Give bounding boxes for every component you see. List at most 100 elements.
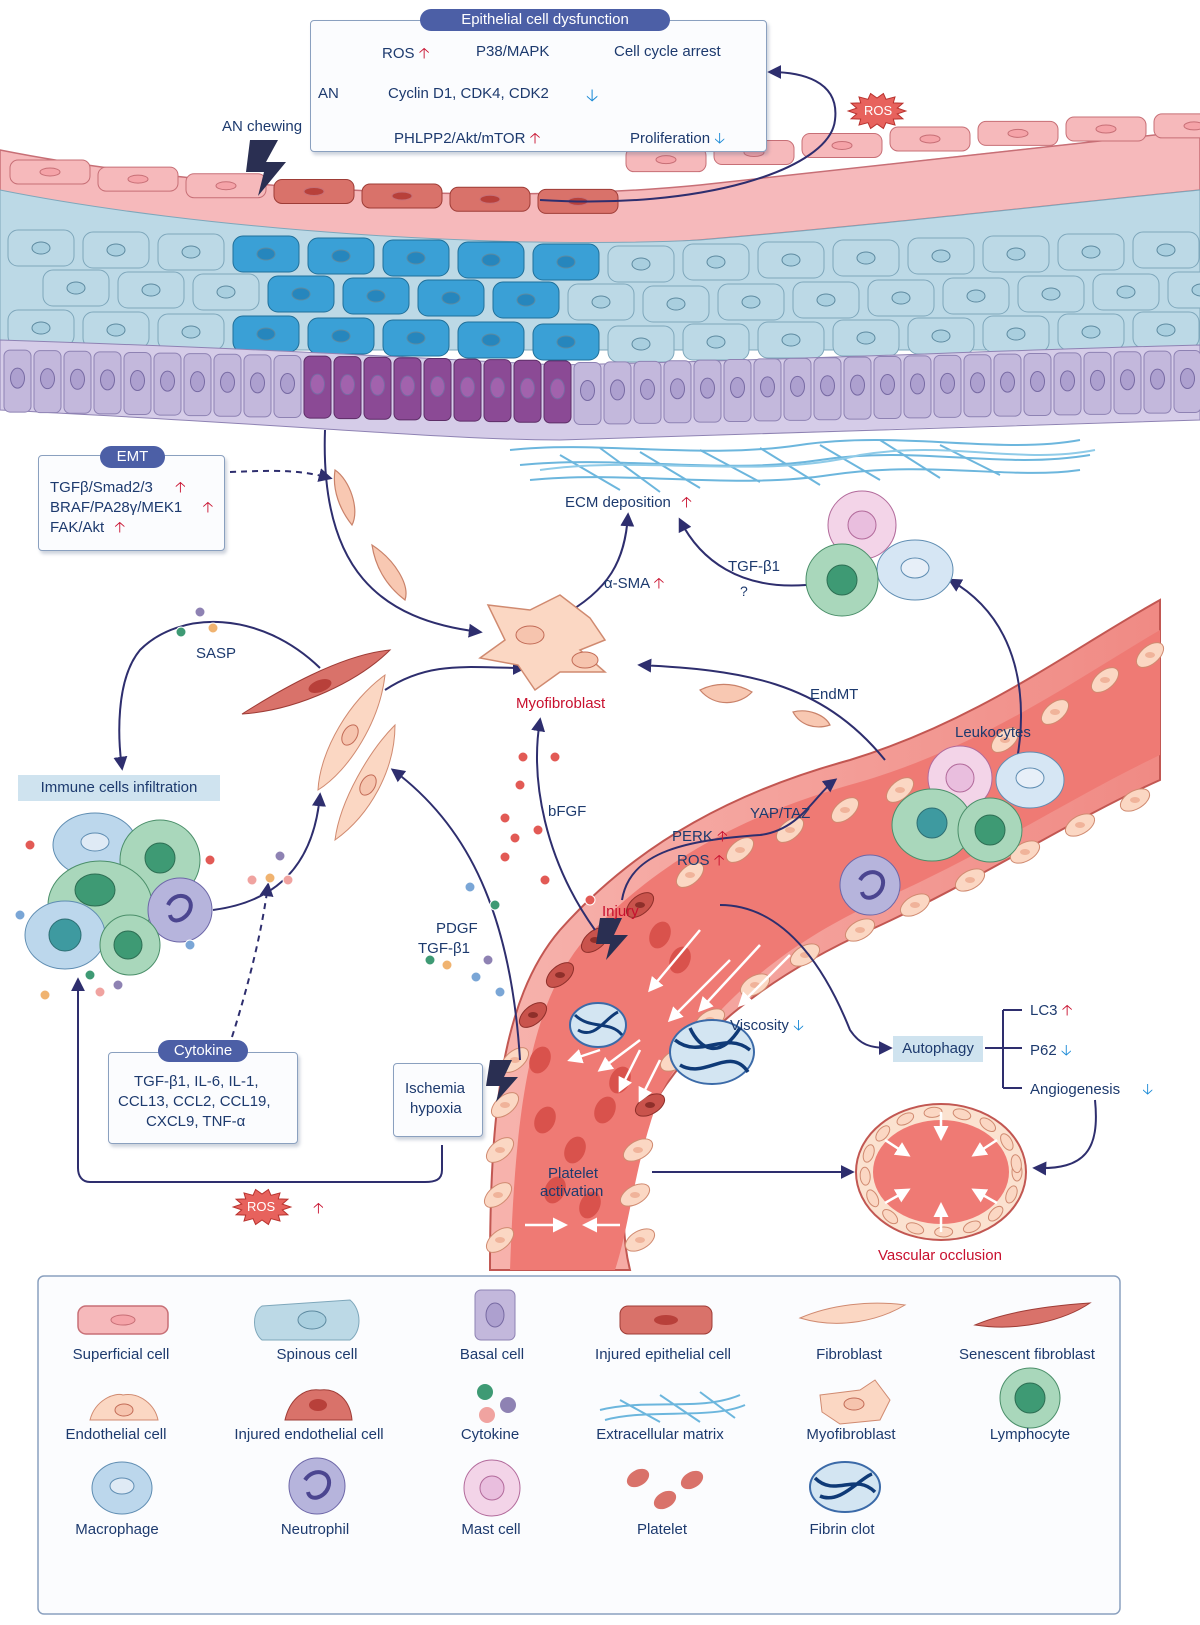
basal-cell (1023, 353, 1052, 417)
spinous-layer (0, 189, 1200, 363)
spinous-cell (417, 279, 485, 317)
endothelial-cell (979, 1117, 997, 1133)
endothelial-cell (990, 727, 1020, 753)
spinous-cell (982, 235, 1050, 273)
basal-cell (993, 353, 1022, 417)
vascular-occlusion-diagram (855, 1103, 1027, 1241)
endothelial-cell (1090, 667, 1120, 693)
cytokine-dot (517, 751, 529, 763)
myofibroblast-cell (478, 594, 607, 692)
lightning-injury-icon (596, 918, 628, 960)
spinous-cell (1057, 313, 1125, 351)
spinous-cell (682, 243, 750, 281)
basal-cell (873, 356, 902, 420)
emt-line3-text: FAK/Akt (50, 519, 105, 536)
legend-senescent-fibroblast: Senescent fibroblast (959, 1346, 1095, 1363)
leukocytes-label: Leukocytes (955, 724, 1031, 741)
angiogenesis-text: Angiogenesis (1030, 1081, 1121, 1098)
epithelial-dysfunction-box (310, 20, 767, 152)
fibrin-clot-1 (569, 1002, 627, 1048)
an-chewing-label: AN chewing (222, 118, 303, 135)
spinous-cell (7, 229, 75, 267)
basal-cell (513, 359, 542, 423)
perk-label: PERK 🡡 (672, 826, 728, 851)
spinous-cell (457, 241, 525, 279)
endothelial-cell (987, 1205, 1004, 1222)
basal-cell (813, 357, 842, 421)
spinous-cell (82, 231, 150, 269)
arrow-angiogenesis-to-occlusion (1032, 1099, 1097, 1176)
an-label: AN (318, 85, 339, 102)
ros-mid-text: ROS (677, 852, 710, 869)
legend-injured-endothelial-cell: Injured endothelial cell (234, 1426, 384, 1443)
ecm-deposition-label: ECM deposition 🡡 (565, 492, 692, 517)
basal-layer (0, 339, 1200, 441)
spinous-cell (907, 317, 975, 355)
down-arrow-icon: 🡣 (793, 1017, 804, 1034)
cytokine-dot (441, 959, 453, 971)
cytokine-dot (470, 971, 482, 983)
legend-mast-cell: Mast cell (461, 1521, 521, 1538)
p62-label: P62 🡣 (1030, 1040, 1072, 1065)
down-arrow-icon: 🡣 (1142, 1081, 1154, 1098)
spinous-cell (157, 233, 225, 271)
up-arrow-icon: 🡡 (713, 852, 725, 869)
superficial-cell (273, 178, 355, 204)
viscosity-text: Viscosity (730, 1017, 789, 1034)
proliferation-text: Proliferation (630, 130, 711, 147)
superficial-cell (801, 132, 883, 158)
cytokine-dot (112, 979, 124, 991)
basal-cell (723, 359, 752, 423)
cytokine-line2: CCL13, CCL2, CCL19, (118, 1093, 271, 1110)
arrow-injury-to-yap (621, 778, 838, 901)
spinous-cell (1057, 233, 1125, 271)
ros-bottom-up-arrow-icon: 🡡 (313, 1200, 324, 1217)
spinous-cell (1132, 231, 1200, 269)
ecm-fibers (509, 439, 1096, 493)
spinous-cell (192, 273, 260, 311)
cytokine-title: Cytokine (158, 1040, 248, 1062)
endothelial-cell (862, 1144, 875, 1163)
arrow-myo-to-ecm (559, 512, 635, 618)
cytokine-dot (175, 626, 187, 638)
up-arrow-icon: 🡡 (681, 494, 692, 511)
lightning-ischemia-icon (486, 1060, 518, 1102)
ros-text: ROS (382, 45, 415, 62)
spinous-cell (492, 281, 560, 319)
fibroblast-cluster (241, 649, 396, 842)
endothelial-cell (866, 1189, 880, 1208)
endothelial-cell (923, 1106, 943, 1118)
cell-cycle-arrest-label: Cell cycle arrest (614, 43, 721, 60)
arrow-epithelium-to-box (539, 65, 837, 203)
cytokine-line3: CXCL9, TNF-α (146, 1113, 246, 1130)
question-label: ? (740, 583, 748, 599)
basal-cell (1053, 352, 1082, 416)
cytokine-dot (494, 986, 506, 998)
basal-cell (243, 354, 272, 418)
endothelial-cell (859, 1166, 871, 1186)
emt-line2: BRAF/PA28γ/MEK1 🡡 (50, 497, 213, 522)
basal-cell (183, 353, 212, 417)
arrow-ischemia-to-immune (71, 977, 443, 1183)
legend-neutrophil: Neutrophil (280, 1521, 350, 1538)
endmt-label: EndMT (810, 686, 859, 703)
spinous-cell (342, 277, 410, 315)
ros-star-bottom-label: ROS (247, 1199, 276, 1214)
ros-label-box: ROS 🡡 (382, 43, 429, 68)
cytokine-dot (509, 832, 521, 844)
endothelial-cell (619, 1183, 651, 1207)
endothelial-cell (934, 1226, 954, 1238)
cytokine-dot (14, 909, 26, 921)
cytokine-dot (194, 606, 206, 618)
basal-cell (33, 350, 62, 414)
up-arrow-icon: 🡡 (418, 45, 430, 62)
emt-box (38, 455, 225, 551)
basal-cell (903, 355, 932, 419)
spinous-cell (7, 309, 75, 347)
cytokine-dot (246, 874, 258, 886)
viscosity-label: Viscosity 🡣 (730, 1015, 804, 1040)
ischemia-box (393, 1063, 483, 1137)
cytokine-dot (584, 894, 596, 906)
p62-text: P62 (1030, 1042, 1057, 1059)
spinous-cell (117, 271, 185, 309)
